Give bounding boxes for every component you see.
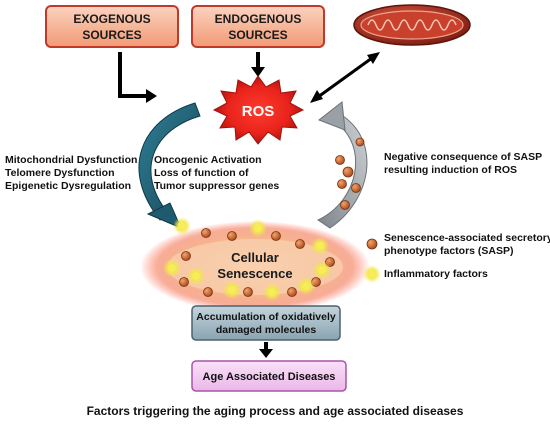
mitochondrion-icon bbox=[353, 4, 471, 46]
right-factor-2: resulting induction of ROS bbox=[384, 164, 517, 176]
accumulation-line1: Accumulation of oxidatively bbox=[196, 311, 336, 323]
cellular-senescence-line2: Senescence bbox=[217, 266, 292, 281]
center-factor-1: Oncogenic Activation bbox=[154, 154, 262, 166]
exogenous-to-ros-arrow bbox=[118, 52, 157, 103]
cell-factor-dots bbox=[163, 217, 335, 301]
sasp-dot bbox=[201, 228, 211, 238]
left-factor-1: Mitochondrial Dysfunction bbox=[5, 154, 137, 166]
sasp-dot bbox=[337, 179, 347, 189]
sasp-dot bbox=[181, 251, 191, 261]
left-factor-2: Telomere Dysfunction bbox=[5, 167, 115, 179]
sasp-dot bbox=[179, 277, 189, 287]
left-factors-text: Mitochondrial Dysfunction Telomere Dysfu… bbox=[5, 154, 137, 192]
sasp-dot bbox=[355, 137, 365, 147]
sasp-drift-dots bbox=[335, 137, 365, 210]
inflammatory-dot bbox=[316, 242, 324, 250]
exogenous-label-line1: EXOGENOUS bbox=[73, 12, 150, 26]
endogenous-label-line2: SOURCES bbox=[228, 28, 287, 42]
inflammatory-dot bbox=[268, 288, 276, 296]
legend-sasp-line1: Senescence-associated secretory bbox=[384, 232, 550, 244]
accumulation-line2: damaged molecules bbox=[216, 324, 317, 336]
sasp-dot bbox=[287, 287, 297, 297]
sasp-dot bbox=[243, 287, 253, 297]
inflammatory-dot bbox=[178, 222, 186, 230]
inflammatory-dot bbox=[192, 272, 200, 280]
cellular-senescence-line1: Cellular bbox=[231, 250, 279, 265]
sasp-dot bbox=[342, 166, 354, 178]
left-factor-3: Epigenetic Dysregulation bbox=[5, 180, 131, 192]
center-factors-text: Oncogenic Activation Loss of function of… bbox=[154, 154, 279, 192]
center-factor-3: Tumor suppressor genes bbox=[154, 180, 279, 192]
senescence-to-ros-arrow bbox=[316, 101, 368, 229]
sasp-dot bbox=[340, 200, 350, 210]
ros-burst: ROS bbox=[212, 75, 305, 145]
legend: Senescence-associated secretory phenotyp… bbox=[363, 232, 550, 283]
right-factor-1: Negative consequence of SASP bbox=[384, 151, 542, 163]
legend-sasp-line2: phenotype factors (SASP) bbox=[384, 245, 514, 257]
inflammatory-dot bbox=[318, 266, 326, 274]
sasp-dot bbox=[203, 287, 213, 297]
right-factors-text: Negative consequence of SASP resulting i… bbox=[384, 151, 542, 176]
ros-label: ROS bbox=[242, 103, 275, 120]
exogenous-sources-box: EXOGENOUS SOURCES bbox=[45, 5, 179, 48]
legend-sasp-dot bbox=[366, 238, 378, 250]
legend-inflammatory-label: Inflammatory factors bbox=[384, 268, 488, 280]
sasp-dot bbox=[227, 231, 237, 241]
exogenous-label-line2: SOURCES bbox=[82, 28, 141, 42]
age-associated-diseases-box: Age Associated Diseases bbox=[191, 360, 347, 392]
endogenous-label-line1: ENDOGENOUS bbox=[215, 12, 302, 26]
inflammatory-dot bbox=[302, 282, 310, 290]
inflammatory-dot bbox=[254, 224, 262, 232]
figure-caption: Factors triggering the aging process and… bbox=[87, 404, 464, 418]
center-factor-2: Loss of function of bbox=[154, 167, 249, 179]
inflammatory-dot bbox=[228, 286, 236, 294]
endogenous-to-ros-arrow bbox=[251, 52, 265, 77]
accumulation-box: Accumulation of oxidatively damaged mole… bbox=[191, 305, 341, 341]
sasp-dot bbox=[295, 239, 305, 249]
sasp-dot bbox=[351, 183, 361, 193]
ros-to-senescence-arrow bbox=[138, 102, 201, 229]
inflammatory-dot bbox=[168, 264, 176, 272]
endogenous-sources-box: ENDOGENOUS SOURCES bbox=[191, 5, 325, 48]
diseases-label: Age Associated Diseases bbox=[203, 371, 336, 383]
accumulation-to-disease-arrow bbox=[259, 342, 273, 358]
mitochondria-ros-double-arrow bbox=[310, 52, 380, 103]
sasp-dot bbox=[335, 155, 345, 165]
sasp-dot bbox=[271, 231, 281, 241]
